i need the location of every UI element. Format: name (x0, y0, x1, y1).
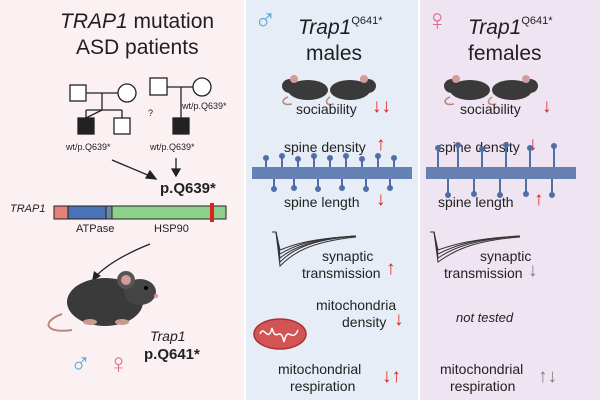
females-gene: Trap1 (468, 16, 522, 39)
female-symbol-left: ♀ (108, 348, 129, 379)
atpase-label: ATPase (76, 223, 115, 235)
males-mito-resp-label-1: mitochondrial (278, 361, 362, 377)
males-synaptic-arrow: ↑ (386, 258, 396, 279)
pedigree-diagram (69, 77, 212, 180)
hsp90-label: HSP90 (154, 223, 189, 235)
females-spine-length-label: spine length (438, 194, 514, 210)
males-title: males (306, 42, 363, 65)
males-synaptic-trace (272, 231, 357, 268)
male-symbol-left: ♂ (70, 348, 91, 379)
males-superscript: Q641* (351, 15, 383, 27)
males-synaptic-label-1: synaptic (322, 248, 374, 264)
pedigree-sibling-1 (113, 117, 131, 135)
males-panel: ♂ Trap1Q641* males sociability ↓↓ spine … (246, 0, 418, 400)
males-mito-density-label-2: density (342, 314, 387, 330)
females-panel: ♀ Trap1Q641* females sociability ↓ spine… (420, 0, 600, 400)
pedigree-question-mark: ? (148, 108, 154, 118)
pedigree-mother-2 (192, 77, 212, 97)
males-spine-length-label: spine length (284, 194, 360, 210)
mouse-mutation: p.Q641* (144, 346, 200, 363)
males-spine-length-arrow: ↓ (376, 189, 386, 210)
males-spine-membrane (252, 153, 412, 192)
females-sociability-arrow: ↓ (542, 96, 552, 117)
females-not-tested: not tested (456, 310, 514, 325)
females-mice-icon (444, 75, 538, 106)
patients-title-gene: TRAP1 (60, 10, 128, 33)
males-sociability-label: sociability (296, 101, 357, 117)
pedigree-affected-2 (172, 117, 190, 135)
protein-name: TRAP1 (10, 203, 46, 215)
pedigree-genotype-2: wt/p.Q639* (182, 101, 227, 111)
females-sociability-label: sociability (460, 101, 521, 117)
females-superscript: Q641* (521, 15, 553, 27)
males-sociability-arrow: ↓↓ (372, 96, 391, 117)
females-mito-resp-label-2: respiration (450, 378, 516, 394)
females-spine-length-arrow: ↑ (534, 189, 544, 210)
females-mito-resp-arrow: ↑↓ (538, 366, 557, 387)
females-synaptic-label-1: synaptic (480, 248, 532, 264)
females-synaptic-arrow: ↓ (528, 260, 538, 281)
patients-title-line1: TRAP1 mutation (60, 10, 214, 34)
females-gene-title: Trap1Q641* (468, 15, 553, 40)
males-mito-density-label-1: mitochondria (316, 297, 397, 313)
patients-title-rest: mutation (127, 10, 215, 33)
pedigree-genotype-3: wt/p.Q639* (150, 142, 195, 152)
males-spine-density-label: spine density (284, 139, 366, 155)
females-title: females (468, 42, 542, 65)
males-gene: Trap1 (298, 16, 352, 39)
females-symbol: ♀ (426, 4, 449, 37)
patients-panel: TRAP1 mutation ASD patients (0, 0, 244, 400)
males-spine-density-arrow: ↑ (376, 134, 386, 155)
protein-domain-bar (53, 203, 227, 222)
males-symbol: ♂ (254, 4, 277, 37)
curved-arrow (92, 243, 151, 281)
females-spine-density-arrow: ↓ (528, 134, 538, 155)
mutation-label: p.Q639* (160, 180, 216, 197)
males-mice-icon (282, 75, 376, 106)
males-mito-resp-label-2: respiration (290, 378, 356, 394)
females-spine-membrane (426, 142, 576, 198)
mouse-icon (47, 271, 158, 332)
patients-title-line2: ASD patients (76, 36, 199, 59)
mitochondria-icon (253, 318, 307, 350)
pedigree-arrow-2 (170, 158, 182, 178)
pedigree-mother-1 (117, 83, 137, 103)
females-synaptic-label-2: transmission (444, 265, 523, 281)
males-gene-title: Trap1Q641* (298, 15, 383, 40)
pedigree-affected-1 (77, 117, 95, 135)
males-mito-resp-arrow: ↓↑ (382, 366, 401, 387)
mutation-site (210, 203, 214, 222)
females-synaptic-trace (430, 231, 521, 263)
males-mito-density-arrow: ↓ (394, 309, 404, 330)
females-mito-resp-label-1: mitochondrial (440, 361, 524, 377)
males-synaptic-label-2: transmission (302, 265, 381, 281)
mouse-gene: Trap1 (150, 328, 186, 344)
pedigree-genotype-1: wt/p.Q639* (66, 142, 111, 152)
